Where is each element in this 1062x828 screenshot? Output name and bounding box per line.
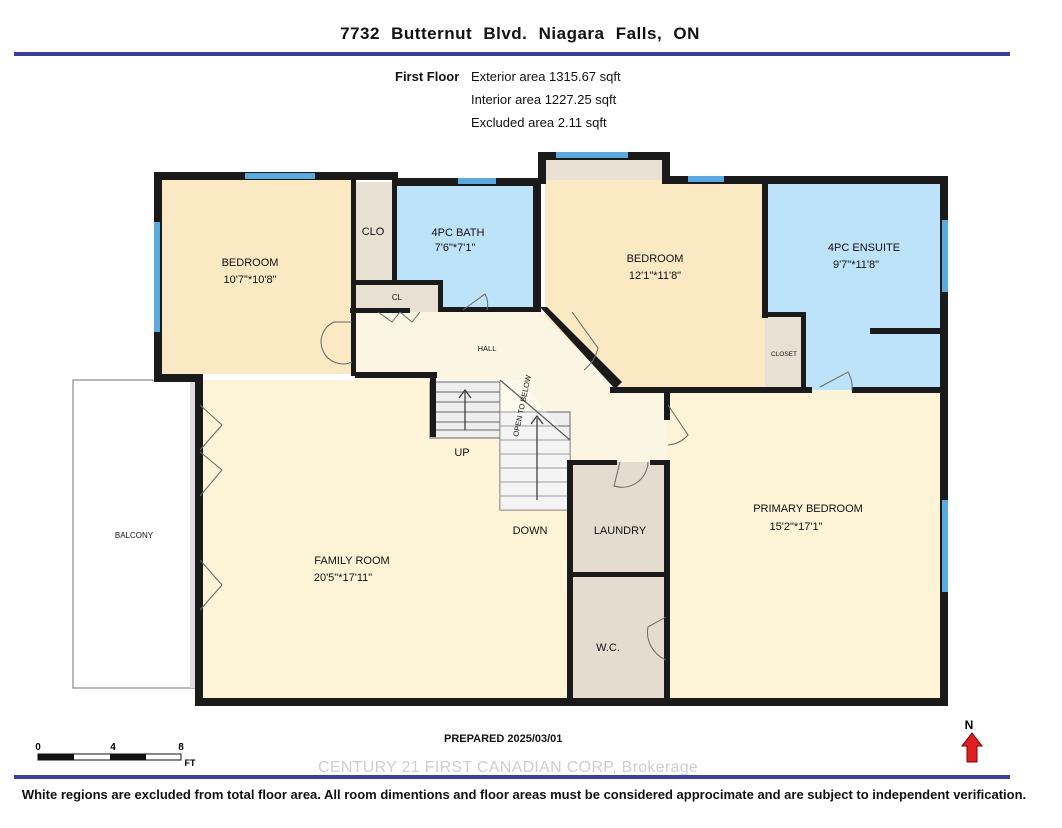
hall-name: HALL bbox=[478, 344, 497, 353]
open-below-shade bbox=[500, 380, 570, 510]
address-title: 7732 Butternut Blvd. Niagara Falls, ON bbox=[340, 24, 700, 43]
disclaimer: White regions are excluded from total fl… bbox=[21, 787, 1027, 802]
excluded-area: Excluded area 2.11 sqft bbox=[471, 115, 607, 130]
stair-down-label: DOWN bbox=[513, 525, 548, 537]
family-name: FAMILY ROOM bbox=[314, 555, 389, 567]
closet-name: CLOSET bbox=[771, 351, 797, 358]
family-dims: 20'5"*17'11" bbox=[314, 572, 372, 584]
clo-fill bbox=[355, 182, 395, 280]
bottom-divider bbox=[14, 775, 1010, 779]
primary-fill bbox=[667, 390, 943, 698]
wc-name: W.C. bbox=[596, 642, 620, 654]
balcony-rail bbox=[190, 380, 198, 688]
stair-arrows bbox=[458, 389, 544, 500]
bedroom-center-name: BEDROOM bbox=[627, 253, 684, 265]
scale-unit: FT bbox=[185, 758, 196, 768]
bedroom-center-fill bbox=[545, 180, 765, 388]
cl-name: CL bbox=[392, 293, 403, 302]
open-below-edge bbox=[499, 379, 571, 441]
door-swings bbox=[199, 293, 853, 661]
bedroom-west-dims: 10'7"*10'8" bbox=[224, 274, 277, 286]
exterior-area: Exterior area 1315.67 sqft bbox=[471, 69, 621, 84]
compass-label: N bbox=[965, 718, 974, 732]
bedroom-center-dims: 12'1"*11'8" bbox=[629, 270, 681, 282]
bedroom-west-name: BEDROOM bbox=[222, 257, 279, 269]
north-arrow-icon: N bbox=[960, 718, 984, 763]
ensuite-name: 4PC ENSUITE bbox=[828, 242, 900, 254]
laundry-name: LAUNDRY bbox=[594, 525, 647, 537]
cl-fill bbox=[355, 284, 440, 312]
bedroom-west-fill bbox=[160, 178, 355, 374]
bath-name: 4PC BATH bbox=[432, 227, 485, 239]
bath-dims: 7'6"*7'1" bbox=[435, 242, 476, 254]
primary-dims: 15'2"*17'1" bbox=[770, 521, 823, 533]
balcony-name: BALCONY bbox=[115, 531, 154, 540]
prepared-date: PREPARED 2025/03/01 bbox=[444, 733, 563, 745]
ensuite-dims: 9'7"*11'8" bbox=[833, 259, 879, 271]
windows bbox=[154, 152, 948, 592]
brokerage-watermark: CENTURY 21 FIRST CANADIAN CORP, Brokerag… bbox=[318, 759, 699, 776]
scale-zero: 0 bbox=[35, 742, 41, 753]
balcony-outline bbox=[72, 379, 196, 689]
clo-name: CLO bbox=[362, 226, 385, 238]
laundry-fill bbox=[570, 462, 667, 574]
floor-label: First Floor bbox=[395, 69, 460, 84]
scale-four: 4 bbox=[110, 742, 116, 753]
family-fill bbox=[203, 380, 570, 698]
scale-bar: 0 4 8 FT bbox=[35, 742, 196, 768]
interior-area: Interior area 1227.25 sqft bbox=[471, 92, 617, 107]
closet-fill bbox=[765, 315, 803, 387]
bay-fill bbox=[545, 158, 667, 182]
primary-name: PRIMARY BEDROOM bbox=[753, 503, 863, 515]
top-divider bbox=[14, 52, 1010, 56]
stair-up-label: UP bbox=[454, 447, 469, 459]
wc-fill bbox=[570, 574, 667, 698]
scale-eight: 8 bbox=[178, 742, 184, 753]
